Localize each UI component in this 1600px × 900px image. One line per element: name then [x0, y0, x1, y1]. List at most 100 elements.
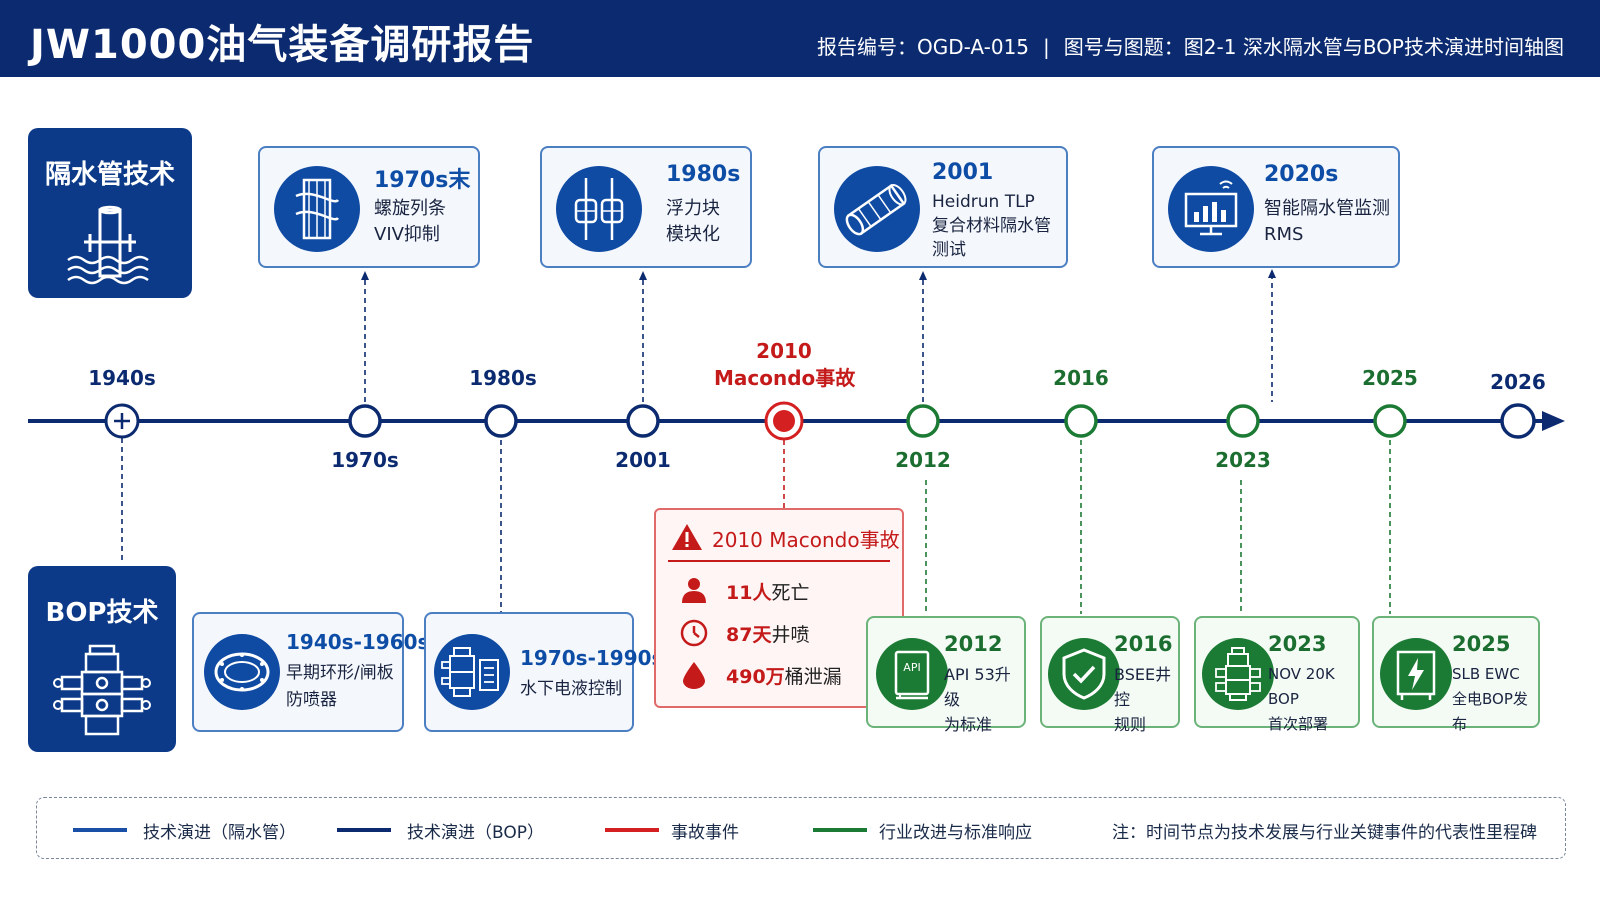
- node-2026: [1500, 403, 1536, 439]
- incident-row-duration: 87天井喷: [726, 620, 809, 647]
- connector-arrow-2001: [639, 271, 647, 280]
- header-bar: JW1000油气装备调研报告 报告编号：OGD-A-015|图号与图题：图2-1…: [0, 0, 1600, 77]
- node-2001: [626, 404, 660, 438]
- category-riser: 隔水管技术: [28, 128, 192, 298]
- label-2025: 2025: [1362, 366, 1418, 390]
- incident-duration-value: 87天: [726, 624, 772, 646]
- legend-label-riser: 技术演进（隔水管）: [143, 823, 296, 843]
- category-bop: BOP技术: [28, 566, 176, 752]
- riser-card-desc: 螺旋列条 VIV抑制: [374, 198, 446, 245]
- riser-card-desc: 浮力块 模块化: [666, 198, 720, 245]
- incident-spill-text: 桶泄漏: [784, 666, 842, 688]
- incident-title: 2010 Macondo事故: [712, 528, 900, 552]
- riser-card-desc: Heidrun TLP 复合材料隔水管 测试: [932, 192, 1051, 260]
- buoyancy-module-icon: [556, 166, 642, 252]
- bop-stack-outline-icon: [53, 644, 151, 736]
- bop-card-desc: 水下电液控制: [520, 679, 622, 699]
- label-1940s: 1940s: [88, 366, 156, 390]
- incident-spill-value: 490万: [726, 666, 785, 688]
- connector-arrow-2012: [919, 271, 927, 280]
- industry-card-desc: SLB EWC 全电BOP发布: [1452, 665, 1528, 733]
- incident-duration-text: 井喷: [771, 624, 810, 646]
- legend-swatch-incident: [605, 828, 659, 832]
- composite-pipe-icon: [834, 166, 920, 252]
- industry-card-desc: API 53升级 为标准: [944, 665, 1011, 734]
- legend-swatch-bop: [337, 828, 391, 832]
- oil-drop-icon: [683, 662, 705, 689]
- incident-card: 2010 Macondo事故 11人死亡 87天井喷 490万桶泄漏: [654, 508, 904, 708]
- label-2026: 2026: [1490, 370, 1546, 394]
- bop-card-1940s: 1940s-1960s 早期环形/闸板 防喷器: [192, 612, 429, 732]
- legend-note: 注：时间节点为技术发展与行业关键事件的代表性里程碑: [1112, 823, 1537, 843]
- riser-card-desc: 智能隔水管监测 RMS: [1264, 198, 1390, 245]
- annular-preventer-icon: [204, 634, 280, 710]
- legend-swatch-riser: [73, 828, 127, 832]
- connector-arrow-2020s: [1268, 269, 1276, 278]
- incident-divider: [668, 560, 890, 562]
- legend-swatch-industry: [813, 828, 867, 832]
- person-icon: [682, 578, 706, 603]
- monitor-chart-icon: [1168, 166, 1254, 252]
- riser-waves-icon: [67, 205, 149, 285]
- industry-card-2025: 2025 SLB EWC 全电BOP发布: [1372, 616, 1540, 733]
- label-2012: 2012: [895, 448, 951, 472]
- node-2012: [906, 404, 940, 438]
- label-2001-below: 2001: [615, 448, 671, 472]
- incident-deaths-text: 死亡: [771, 582, 810, 604]
- riser-card-1970s: 1970s末 螺旋列条 VIV抑制: [258, 146, 480, 268]
- legend: 技术演进（隔水管） 技术演进（BOP） 事故事件 行业改进与标准响应 注：时间节…: [36, 797, 1566, 859]
- riser-card-year: 2020s: [1264, 162, 1339, 187]
- node-2010: [764, 401, 804, 441]
- clock-icon: [680, 619, 708, 647]
- industry-card-desc: BSEE井控 规则: [1114, 665, 1172, 734]
- legend-label-industry: 行业改进与标准响应: [879, 823, 1032, 843]
- legend-label-bop: 技术演进（BOP）: [407, 823, 544, 843]
- riser-card-year: 1970s末: [374, 168, 471, 193]
- legend-label-incident: 事故事件: [671, 823, 739, 843]
- label-2010-year: 2010: [756, 339, 812, 363]
- label-2016: 2016: [1053, 366, 1109, 390]
- timeline-arrow: [1542, 411, 1565, 431]
- node-1970s: [348, 404, 382, 438]
- industry-card-2023: 2023 NOV 20K BOP 首次部署: [1194, 616, 1360, 733]
- helical-strake-icon: [274, 166, 360, 252]
- bop-card-desc: 早期环形/闸板 防喷器: [286, 663, 394, 710]
- riser-card-1980s: 1980s 浮力块 模块化: [540, 146, 752, 268]
- label-1980s-above: 1980s: [469, 366, 537, 390]
- api-book-icon: API: [876, 638, 948, 710]
- node-2025: [1373, 404, 1407, 438]
- subsea-control-icon: [434, 634, 510, 710]
- industry-card-2016: 2016 BSEE井控 规则: [1040, 616, 1180, 734]
- connector-arrow-1970s: [361, 271, 369, 280]
- category-riser-label: 隔水管技术: [44, 160, 175, 190]
- riser-card-2001: 2001 Heidrun TLP 复合材料隔水管 测试: [818, 146, 1068, 268]
- header-separator: |: [1043, 35, 1050, 59]
- node-2016: [1064, 404, 1098, 438]
- electric-cabinet-icon: [1380, 638, 1452, 710]
- bop-stack-icon: [1202, 638, 1274, 710]
- label-2010-name: Macondo事故: [714, 366, 856, 390]
- bop-card-1970s: 1970s-1990s 水下电液控制: [424, 612, 663, 732]
- node-1980s: [484, 404, 518, 438]
- node-1940s: [104, 403, 140, 439]
- industry-card-2012: API 2012 API 53升级 为标准: [866, 616, 1026, 734]
- report-title: JW1000油气装备调研报告: [30, 22, 535, 68]
- figure-caption: 图号与图题：图2-1 深水隔水管与BOP技术演进时间轴图: [1063, 35, 1564, 59]
- riser-card-2020s: 2020s 智能隔水管监测 RMS: [1152, 146, 1400, 268]
- header-meta: 报告编号：OGD-A-015|图号与图题：图2-1 深水隔水管与BOP技术演进时…: [817, 31, 1564, 60]
- incident-row-spill: 490万桶泄漏: [726, 662, 842, 689]
- incident-row-deaths: 11人死亡: [726, 578, 809, 605]
- warning-icon: [672, 524, 702, 550]
- bop-card-year: 1940s-1960s: [286, 630, 430, 654]
- incident-deaths-value: 11人: [726, 582, 772, 604]
- api-icon-text: API: [903, 661, 920, 674]
- industry-card-year: 2012: [944, 632, 1003, 656]
- riser-card-year: 1980s: [666, 162, 741, 187]
- label-2023: 2023: [1215, 448, 1271, 472]
- industry-card-year: 2023: [1268, 632, 1327, 656]
- riser-card-year: 2001: [932, 160, 994, 185]
- industry-card-desc: NOV 20K BOP 首次部署: [1268, 665, 1335, 733]
- category-bop-label: BOP技术: [45, 598, 159, 628]
- shield-check-icon: [1048, 638, 1120, 710]
